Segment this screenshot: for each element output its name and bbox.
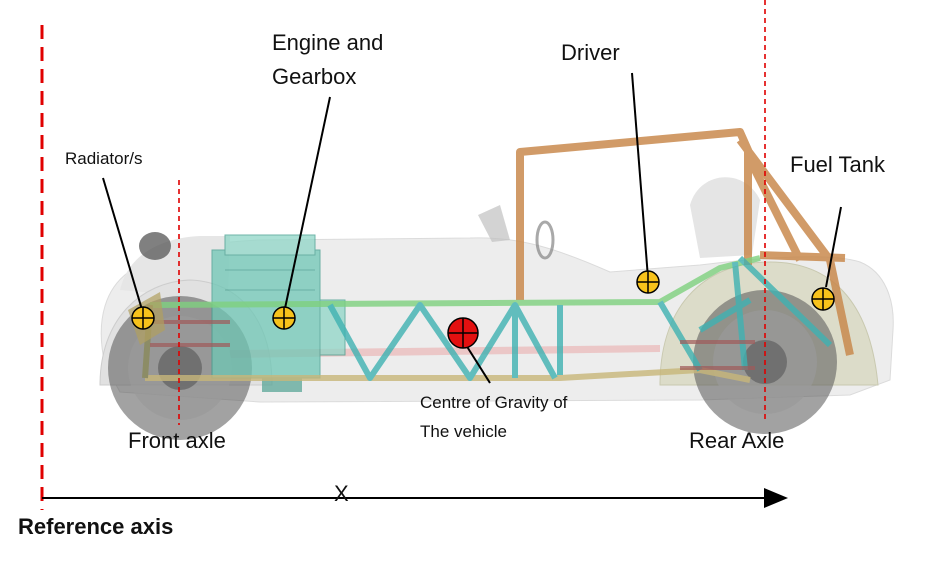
rear-axle-label: Rear Axle bbox=[689, 428, 785, 453]
driver-leader bbox=[631, 72, 649, 279]
fuel-tank-label: Fuel Tank bbox=[790, 152, 885, 177]
leader-lines bbox=[102, 72, 842, 384]
cog-label-line2: The vehicle bbox=[420, 422, 507, 441]
cog-label-line1: Centre of Gravity of bbox=[420, 393, 568, 412]
fuel-tank-leader bbox=[825, 206, 842, 288]
centre-of-gravity-marker bbox=[447, 317, 479, 349]
chassis-frame bbox=[142, 255, 833, 383]
engine-block bbox=[211, 234, 346, 392]
engine-label-line1: Engine and bbox=[272, 30, 384, 55]
radiator-label: Radiator/s bbox=[65, 149, 143, 168]
radiator-leader bbox=[102, 177, 144, 314]
driver-label: Driver bbox=[561, 40, 620, 65]
front-axle-label: Front axle bbox=[128, 428, 226, 453]
reference-axis-label: Reference axis bbox=[18, 514, 174, 539]
engine-mass-marker bbox=[272, 306, 296, 330]
engine-leader bbox=[283, 96, 331, 314]
radiator-mass-marker bbox=[131, 306, 155, 330]
cog-leader bbox=[465, 344, 491, 384]
engine-label-line2: Gearbox bbox=[272, 64, 357, 89]
fuel-tank-mass-marker bbox=[811, 287, 835, 311]
x-axis-label: X bbox=[334, 481, 349, 506]
rear-suspension bbox=[680, 340, 755, 370]
driver-mass-marker bbox=[636, 270, 660, 294]
